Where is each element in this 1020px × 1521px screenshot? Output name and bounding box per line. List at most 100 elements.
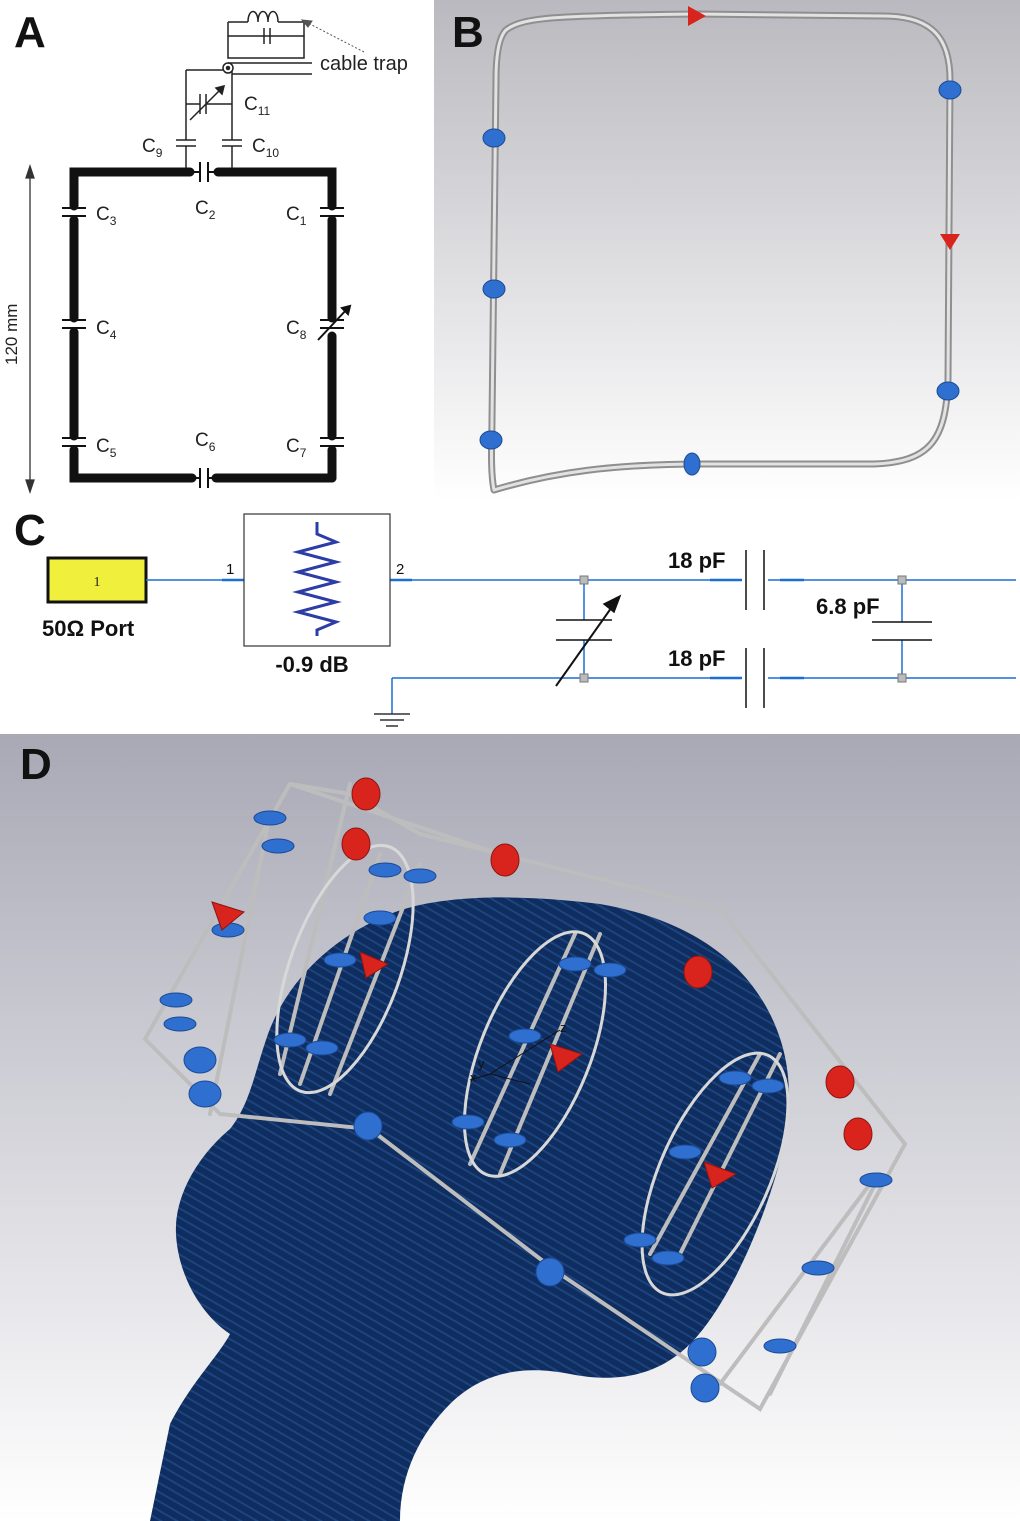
red-ports: [688, 6, 960, 250]
port-box: [46, 556, 148, 604]
variable-capacitor: [555, 594, 622, 687]
panel-c: C 1 50Ω Port 1 2 -0.9 d: [0, 500, 1020, 730]
label-c9-sub: 9: [156, 146, 163, 160]
label-c7-sub: 7: [300, 446, 307, 460]
cap-d-13: [188, 1080, 222, 1108]
panel-c-letter: C: [14, 506, 46, 555]
label-c5-sub: 5: [110, 446, 117, 460]
svg-text:C7: C7: [286, 436, 307, 460]
red-ports-3d: [211, 777, 873, 1189]
label-c9-base: C: [142, 136, 156, 157]
cap-b-left-3: [479, 430, 503, 450]
resistor-icon: [292, 522, 342, 636]
cap-d-26: [859, 1172, 893, 1188]
label-c11-base: C: [244, 94, 258, 115]
attenuator-pin2: 2: [396, 561, 404, 578]
port-d-8: [825, 1065, 855, 1099]
label-c3-sub: 3: [110, 214, 117, 228]
port-d-6: [683, 955, 713, 989]
cap-d-23: [668, 1144, 702, 1160]
feed-network: [176, 10, 312, 168]
label-c5-base: C: [96, 436, 110, 457]
cap-d-15: [558, 956, 592, 972]
node-square: [579, 673, 589, 683]
coil-3d-model: [434, 0, 1020, 500]
cap-d-28: [763, 1338, 797, 1354]
cap-d-1: [253, 810, 287, 826]
svg-text:C5: C5: [96, 436, 117, 460]
cap-b-right-1: [938, 80, 962, 100]
svg-text:C1: C1: [286, 204, 307, 228]
port-d-4: [211, 901, 246, 931]
label-c6-base: C: [195, 430, 209, 451]
coil-conductor: [69, 167, 337, 483]
label-c3-base: C: [96, 204, 110, 225]
cap-top-label: 18 pF: [668, 548, 725, 573]
cap-d-30: [690, 1373, 720, 1403]
attenuator-box: [243, 513, 391, 647]
cap-b-bottom: [683, 452, 701, 476]
label-c1-base: C: [286, 204, 300, 225]
port-d-3: [490, 843, 520, 877]
blue-capacitors: [479, 80, 962, 476]
label-c8-base: C: [286, 318, 300, 339]
svg-text:C11: C11: [244, 94, 271, 118]
panel-b: B: [434, 0, 1020, 500]
axis-y-label: y: [478, 1056, 485, 1071]
cap-d-21: [718, 1070, 752, 1086]
cap-d-24: [623, 1232, 657, 1248]
attenuator-pin1: 1: [226, 561, 234, 578]
label-c10-sub: 10: [266, 146, 280, 160]
port-d-9: [843, 1117, 873, 1151]
ground-symbol: [374, 713, 410, 727]
svg-text:C8: C8: [286, 318, 307, 342]
svg-text:C3: C3: [96, 204, 117, 228]
panel-d: y x z D: [0, 734, 1020, 1521]
cap-d-8: [159, 992, 193, 1008]
cap-d-20: [535, 1257, 565, 1287]
port-d-5: [359, 951, 390, 979]
port-label: 50Ω Port: [42, 616, 135, 641]
port-d-2: [341, 827, 371, 861]
dimension-label: 120 mm: [2, 304, 21, 365]
coil-loops: [275, 843, 790, 1297]
svg-text:C10: C10: [252, 136, 279, 160]
node-square: [579, 575, 589, 585]
cap-b-right-2: [936, 381, 960, 401]
series-capacitor-bottom: [745, 648, 765, 708]
cap-d-10: [273, 1032, 307, 1048]
panel-a-letter: A: [14, 8, 46, 57]
cap-d-2: [261, 838, 295, 854]
cap-d-4: [403, 868, 437, 884]
panel-b-background: [434, 0, 1020, 500]
capacitor-symbols: [62, 162, 352, 488]
series-capacitor-top: [745, 550, 765, 610]
node-square: [897, 575, 907, 585]
port-d-1: [351, 777, 381, 811]
label-c4-base: C: [96, 318, 110, 339]
coil-schematic: 120 mm: [2, 10, 408, 495]
cap-d-11: [305, 1040, 339, 1056]
label-c2-base: C: [195, 198, 209, 219]
port-d-7: [549, 1043, 584, 1073]
cap-d-9: [163, 1016, 197, 1032]
axis-z-label: z: [560, 1020, 567, 1035]
cap-d-22: [751, 1078, 785, 1094]
cap-d-12: [183, 1046, 217, 1074]
cap-d-29: [687, 1337, 717, 1367]
label-c11-sub: 11: [258, 104, 271, 118]
cable-trap-pointer: [300, 19, 365, 53]
label-c4-sub: 4: [110, 328, 117, 342]
cap-d-5: [363, 910, 397, 926]
cable-trap-label: cable trap: [320, 53, 408, 75]
head-coil-model: y x z: [0, 734, 1020, 1521]
label-c2-sub: 2: [209, 208, 216, 222]
axis-x-label: x: [470, 1070, 477, 1085]
port-b-top: [688, 6, 706, 26]
cap-d-25: [651, 1250, 685, 1266]
cap-b-left-2: [482, 279, 506, 299]
panel-a: A 120 mm: [0, 0, 430, 500]
cap-d-7: [323, 952, 357, 968]
cap-d-27: [801, 1260, 835, 1276]
port-number: 1: [94, 575, 101, 590]
